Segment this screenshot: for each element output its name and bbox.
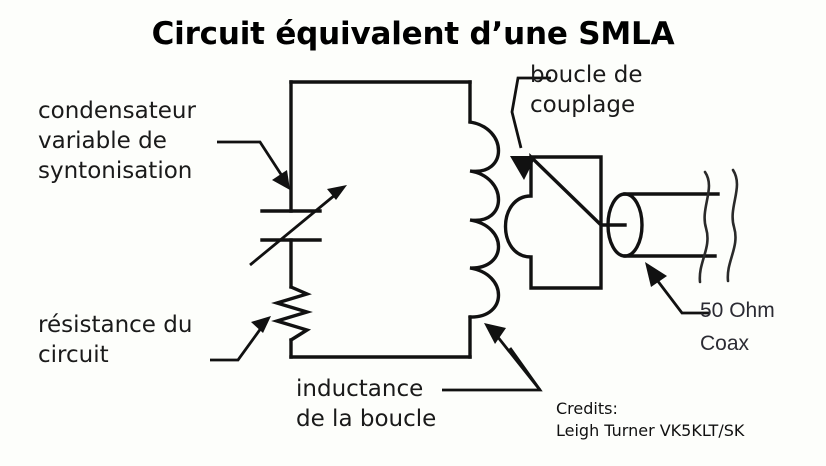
inductance-label-leader (442, 347, 543, 392)
label-circuit-resistance: résistance du circuit (38, 312, 193, 368)
coax-break-mark-1 (698, 170, 711, 284)
capacitor-label-arrowhead (272, 170, 290, 190)
coupling-loop-label-leader (510, 76, 551, 149)
capacitor-variability-arrowhead (327, 185, 347, 200)
label-coupling-loop: boucle de couplage (530, 62, 643, 118)
inductance-label-leader-arrowshaft (495, 335, 542, 391)
circuit-resistor-zigzag (271, 285, 313, 342)
coax-break-mark-2 (726, 168, 739, 283)
capacitor-label-leader (217, 140, 288, 183)
label-loop-inductance: inductance de la boucle (296, 376, 437, 432)
label-tuning-capacitor: condensateur variable de syntonisation (38, 98, 196, 184)
resistance-label-arrowhead (251, 316, 271, 333)
coax-label-arrowhead (645, 262, 667, 287)
credits-text: Credits: Leigh Turner VK5KLT/SK (556, 399, 745, 440)
coupling-loop-label-arrowhead (510, 156, 536, 180)
loop-inductance-coil (468, 120, 501, 319)
label-coax: 50 Ohm Coax (700, 299, 775, 355)
coax-label-leader (655, 279, 710, 315)
resistance-label-leader (210, 323, 266, 362)
page-title: Circuit équivalent d’une SMLA (151, 16, 675, 52)
coupling-loop-body (503, 152, 627, 290)
inductance-label-arrowhead (484, 323, 506, 344)
capacitor-variability-arrow-shaft (249, 188, 342, 267)
